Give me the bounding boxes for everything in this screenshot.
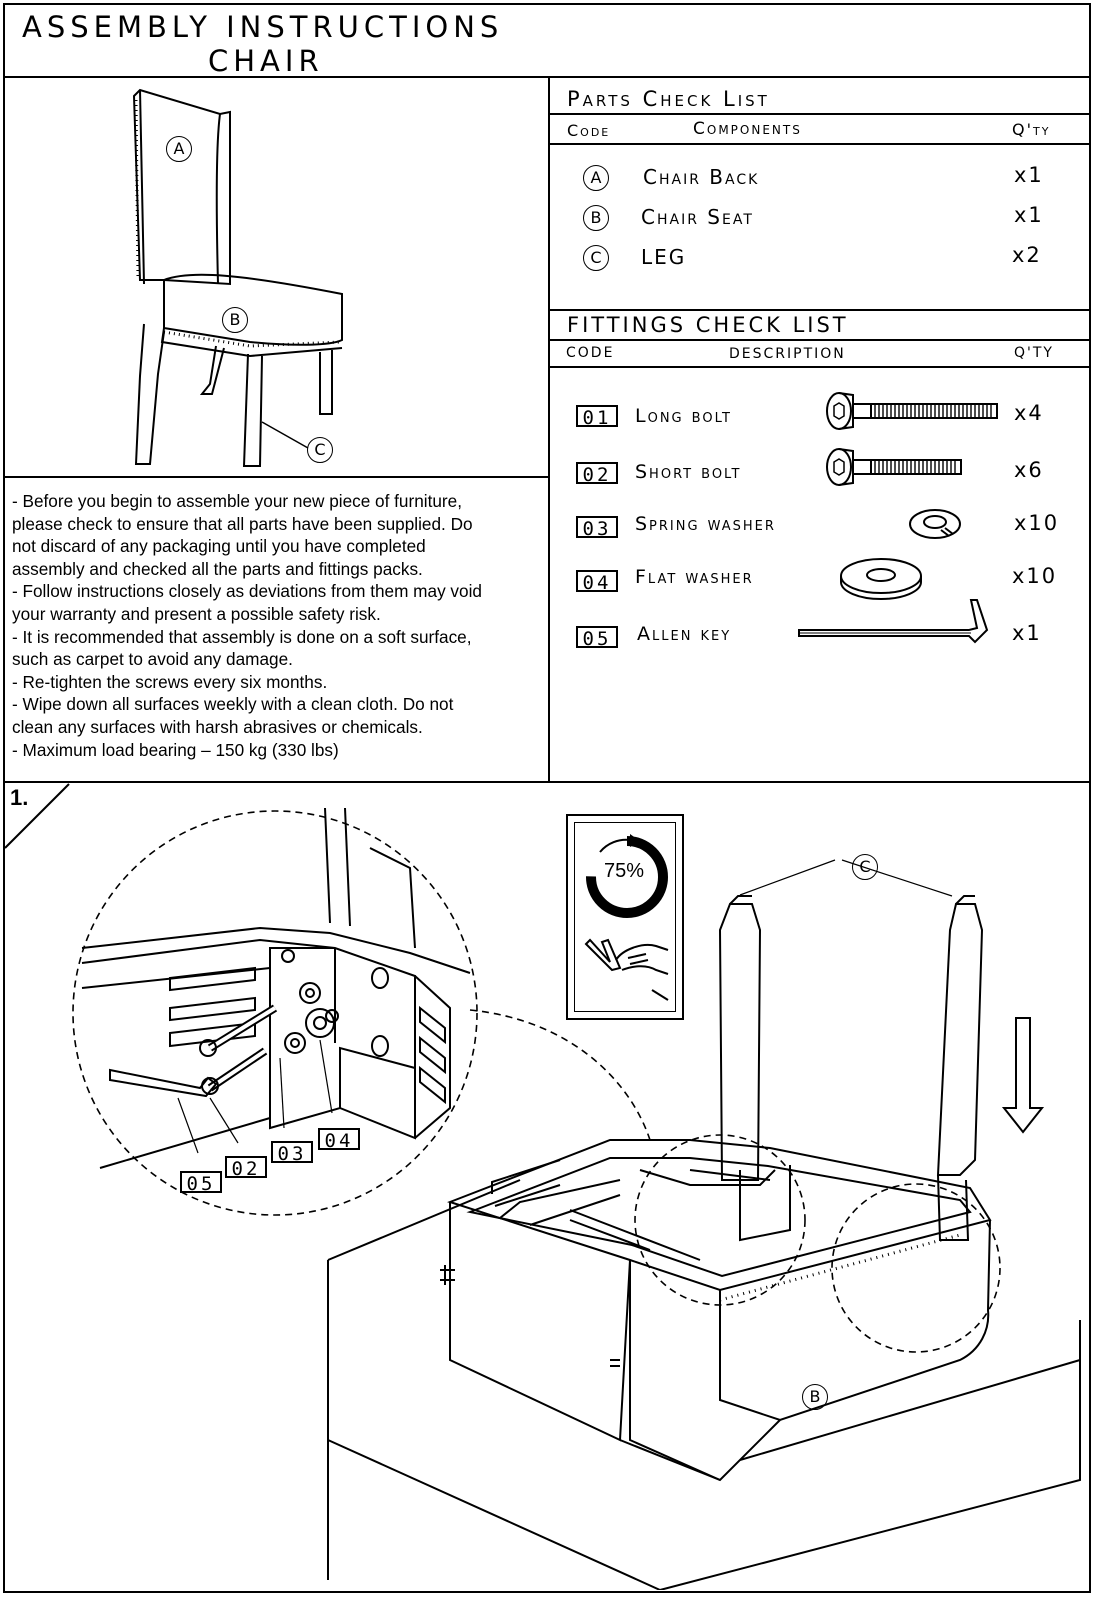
document-title: ASSEMBLY INSTRUCTIONS	[22, 10, 504, 44]
spring-washer-icon	[909, 509, 961, 539]
note-line: - Re-tighten the screws every six months…	[12, 671, 328, 692]
seat-callout-b: B	[802, 1384, 828, 1410]
note-line: not discard of any packaging until you h…	[12, 536, 426, 557]
callout-04: 04	[318, 1128, 360, 1152]
torque-percent: 75%	[604, 860, 645, 882]
parts-row-c-qty: x2	[1012, 243, 1042, 267]
fitting-04-name: Flat washer	[635, 566, 754, 588]
fitting-02-code: 02	[576, 462, 618, 486]
leg-leader-line	[261, 421, 309, 449]
fitting-03-name: Spring washer	[635, 513, 776, 535]
parts-title-rule	[549, 113, 1091, 115]
parts-title: Parts Check List	[567, 87, 770, 111]
note-line: - Before you begin to assemble your new …	[12, 491, 462, 511]
note-line: please check to ensure that all parts ha…	[12, 513, 473, 534]
note-line: - It is recommended that assembly is don…	[12, 626, 472, 647]
fittings-col-description: DESCRIPTION	[729, 346, 846, 362]
parts-row-c-code: C	[583, 245, 609, 271]
callout-03: 03	[271, 1141, 313, 1165]
parts-col-code: Code	[567, 121, 611, 140]
chair-overview-illustration	[132, 88, 343, 467]
parts-row-a-qty: x1	[1014, 163, 1044, 187]
leg-callout-c: C	[852, 854, 878, 880]
note-line: your warranty and present a possible saf…	[12, 603, 381, 624]
page-frame	[3, 3, 1091, 1593]
allen-key-icon	[798, 599, 989, 644]
step-number: 1.	[10, 785, 29, 810]
note-line: such as carpet to avoid any damage.	[12, 649, 293, 670]
long-bolt-icon	[826, 392, 998, 430]
left-divider	[3, 476, 549, 478]
fitting-02-name: Short bolt	[635, 461, 742, 483]
tighten-instruction-box	[566, 814, 684, 1020]
fitting-04-qty: x10	[1012, 564, 1058, 588]
callout-05: 05	[180, 1171, 222, 1195]
tighten-inner-frame	[574, 822, 676, 1012]
notes-text: - Before you begin to assemble your new …	[12, 490, 540, 761]
note-line: assembly and checked all the parts and f…	[12, 558, 423, 579]
parts-col-components: Components	[693, 119, 802, 139]
part-label-b: B	[222, 307, 248, 333]
fitting-03-code: 03	[576, 516, 618, 540]
fittings-col-qty: Q'TY	[1014, 345, 1054, 361]
parts-row-b-name: Chair Seat	[641, 205, 754, 229]
fittings-title-rule	[549, 339, 1091, 341]
parts-row-b-code: B	[583, 205, 609, 231]
parts-bottom-rule	[549, 309, 1091, 311]
parts-row-a-name: Chair Back	[643, 165, 760, 189]
fitting-01-qty: x4	[1014, 401, 1044, 425]
step-divider	[3, 781, 1091, 783]
torque-dial-icon	[586, 834, 668, 918]
seat-assembly-illustration	[327, 859, 1081, 1590]
fitting-01-name: Long bolt	[635, 405, 732, 427]
fitting-05-code: 05	[576, 626, 618, 650]
hand-allen-key-icon	[584, 938, 669, 1001]
fitting-02-qty: x6	[1014, 458, 1044, 482]
step-corner-mark	[4, 783, 70, 849]
note-line: clean any surfaces with harsh abrasives …	[12, 716, 423, 737]
parts-row-a-code: A	[583, 165, 609, 191]
note-line: - Follow instructions closely as deviati…	[12, 581, 482, 602]
short-bolt-icon	[826, 448, 962, 486]
header-divider	[3, 76, 1091, 78]
fittings-title: FITTINGS CHECK LIST	[567, 313, 849, 337]
fitting-04-code: 04	[576, 570, 618, 594]
fittings-header-rule	[549, 366, 1091, 368]
fittings-col-code: CODE	[566, 345, 615, 361]
fitting-03-qty: x10	[1014, 511, 1060, 535]
parts-col-qty: Q'ty	[1012, 120, 1051, 139]
fitting-01-code: 01	[576, 405, 618, 429]
detail-zoom-illustration	[72, 808, 478, 1216]
fitting-05-qty: x1	[1012, 621, 1042, 645]
part-label-a: A	[166, 136, 192, 162]
parts-row-c-name: LEG	[641, 245, 687, 269]
note-line: - Wipe down all surfaces weekly with a c…	[12, 694, 454, 715]
parts-header-rule	[549, 143, 1091, 145]
parts-row-b-qty: x1	[1014, 203, 1044, 227]
callout-02: 02	[225, 1156, 267, 1180]
column-divider	[548, 76, 550, 782]
fitting-05-name: Allen key	[637, 623, 732, 645]
note-line: - Maximum load bearing – 150 kg (330 lbs…	[12, 739, 339, 760]
part-label-c: C	[307, 437, 333, 463]
document-subtitle: CHAIR	[208, 44, 324, 78]
flat-washer-icon	[840, 558, 922, 600]
